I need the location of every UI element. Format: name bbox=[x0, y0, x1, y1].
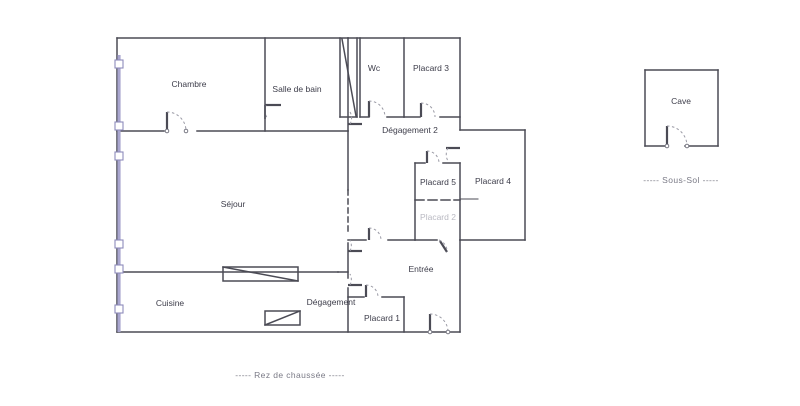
ground-room-labels: Chambre Salle de bain Wc Placard 3 Dégag… bbox=[156, 63, 511, 323]
room-label-placard-4: Placard 4 bbox=[475, 176, 511, 186]
mullion bbox=[114, 121, 124, 131]
window-symbol-upper bbox=[222, 266, 299, 282]
door-cave bbox=[664, 125, 690, 149]
room-label-degagement-2: Dégagement 2 bbox=[382, 125, 438, 135]
ground-floor-doors bbox=[164, 100, 460, 335]
mullion bbox=[114, 59, 124, 69]
door-placard-4 bbox=[445, 146, 460, 162]
room-label-cuisine: Cuisine bbox=[156, 298, 185, 308]
room-label-sejour: Séjour bbox=[221, 199, 246, 209]
room-label-degagement: Dégagement bbox=[307, 297, 356, 307]
mullion bbox=[114, 239, 124, 249]
door-chambre bbox=[164, 111, 189, 134]
door-wc bbox=[367, 100, 386, 118]
door-degagement2-west bbox=[348, 111, 362, 126]
room-label-wc: Wc bbox=[368, 63, 381, 73]
mullion bbox=[114, 151, 124, 161]
window-symbol-lower-diag bbox=[264, 310, 301, 326]
door-placard-1 bbox=[364, 284, 379, 298]
door-placard-3 bbox=[419, 102, 436, 118]
room-label-chambre: Chambre bbox=[172, 79, 207, 89]
basement-room-labels: Cave bbox=[671, 96, 691, 106]
mullion bbox=[114, 264, 124, 274]
room-label-entree: Entrée bbox=[408, 264, 433, 274]
door-degagement-north bbox=[348, 273, 362, 287]
door-placard-5 bbox=[425, 150, 440, 164]
room-label-placard-1: Placard 1 bbox=[364, 313, 400, 323]
room-label-placard-3: Placard 3 bbox=[413, 63, 449, 73]
window-symbol-upper-diag bbox=[222, 266, 299, 282]
mullion bbox=[114, 304, 124, 314]
room-label-salle-de-bain: Salle de bain bbox=[272, 84, 321, 94]
room-label-placard-5: Placard 5 bbox=[420, 177, 456, 187]
caption-basement: ----- Sous-Sol ----- bbox=[643, 175, 719, 185]
west-facade-glazing bbox=[114, 55, 124, 332]
door-degagement2-south bbox=[367, 227, 382, 241]
closet-diagonal bbox=[341, 38, 357, 117]
caption-ground-floor: ----- Rez de chaussée ----- bbox=[235, 370, 345, 380]
door-entree-west bbox=[348, 239, 362, 253]
room-label-cave: Cave bbox=[671, 96, 691, 106]
door-placard-2 bbox=[438, 239, 448, 253]
room-label-placard-2: Placard 2 bbox=[420, 212, 456, 222]
door-salle-de-bain bbox=[264, 103, 281, 120]
glazing-mullions bbox=[114, 59, 124, 314]
door-entree-main bbox=[427, 313, 451, 335]
basement-walls bbox=[644, 69, 719, 147]
ground-floor-walls bbox=[116, 37, 526, 333]
window-symbol-lower bbox=[264, 310, 301, 326]
